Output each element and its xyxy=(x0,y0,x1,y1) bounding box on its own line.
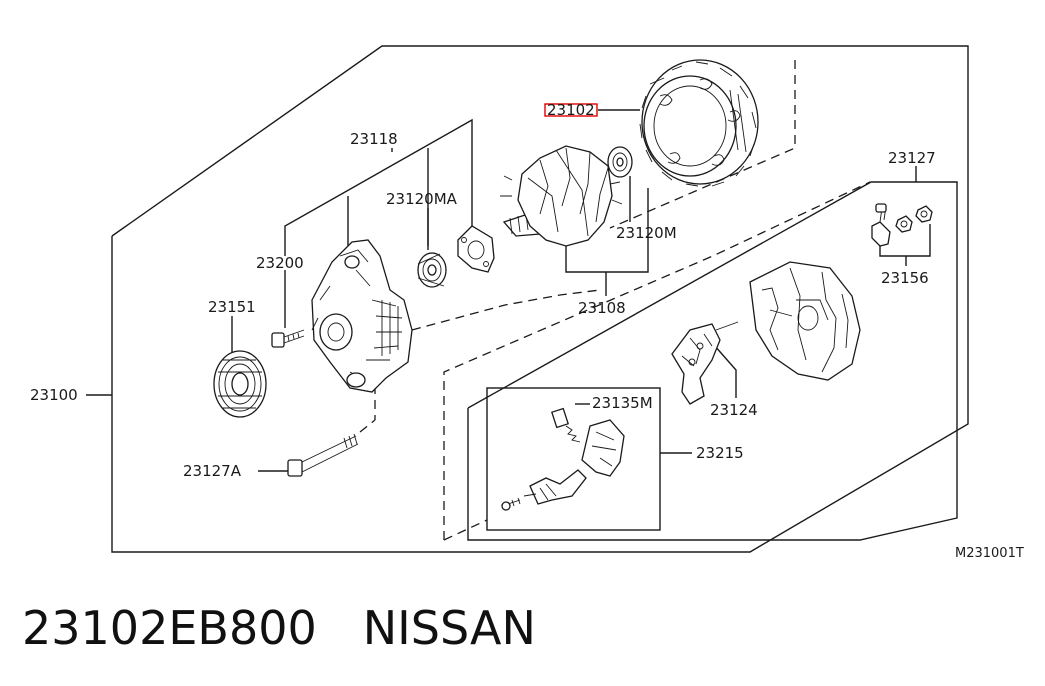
label-23156: 23156 xyxy=(881,269,929,287)
terminal-nut-2-part[interactable] xyxy=(915,205,933,223)
front-bearing-part[interactable] xyxy=(417,252,447,288)
terminal-nut-part[interactable] xyxy=(895,215,913,233)
front-housing-part[interactable] xyxy=(311,239,413,393)
label-23100: 23100 xyxy=(30,386,78,404)
part-caption: 23102EB800 NISSAN xyxy=(22,598,536,658)
diagram-code: M231001T xyxy=(955,546,1024,561)
label-23118: 23118 xyxy=(350,130,398,148)
brush-holder-part[interactable] xyxy=(501,419,625,511)
label-23215: 23215 xyxy=(696,444,744,462)
through-bolt-part[interactable] xyxy=(287,433,359,477)
retainer-plate-part[interactable] xyxy=(457,225,495,273)
dashed-guide-boltlink xyxy=(359,419,376,433)
assembly-frame xyxy=(111,45,969,553)
label-23135m: 23135M xyxy=(592,394,653,412)
dashed-guide-brush xyxy=(443,519,488,541)
dashed-guide-rear xyxy=(411,289,601,331)
rear-bearing-part[interactable] xyxy=(607,146,633,178)
label-23108: 23108 xyxy=(578,299,626,317)
part-number: 23102EB800 xyxy=(22,601,317,655)
brush-holder-box xyxy=(486,387,661,531)
rear-cover-frame xyxy=(467,181,958,541)
brush-part[interactable] xyxy=(551,407,581,443)
leader-23118 xyxy=(284,118,473,256)
leader-23108 xyxy=(565,188,649,273)
highlight-23102 xyxy=(544,103,598,117)
terminal-bolt-part[interactable] xyxy=(871,203,891,247)
label-23127a: 23127A xyxy=(183,462,242,480)
pulley-part[interactable] xyxy=(213,350,267,418)
rectifier-part[interactable] xyxy=(671,321,739,405)
stator-part[interactable] xyxy=(639,59,759,187)
label-23120ma: 23120MA xyxy=(386,190,458,208)
label-23102: 23102 xyxy=(547,101,595,119)
leader-23124 xyxy=(713,344,737,398)
brand-name: NISSAN xyxy=(362,601,536,655)
leader-23156 xyxy=(879,224,931,257)
rear-cover-part[interactable] xyxy=(749,261,861,381)
label-23120m: 23120M xyxy=(616,224,677,242)
rotor-part[interactable] xyxy=(500,145,623,247)
small-bolt-part[interactable] xyxy=(271,329,305,348)
label-23151: 23151 xyxy=(208,298,256,316)
label-23200: 23200 xyxy=(256,254,304,272)
label-23127: 23127 xyxy=(888,149,936,167)
alternator-exploded-diagram: 23100 23102 23118 23120MA 23200 23151 23… xyxy=(30,45,1024,561)
dashed-guide-lower xyxy=(443,181,871,540)
label-23124: 23124 xyxy=(710,401,758,419)
